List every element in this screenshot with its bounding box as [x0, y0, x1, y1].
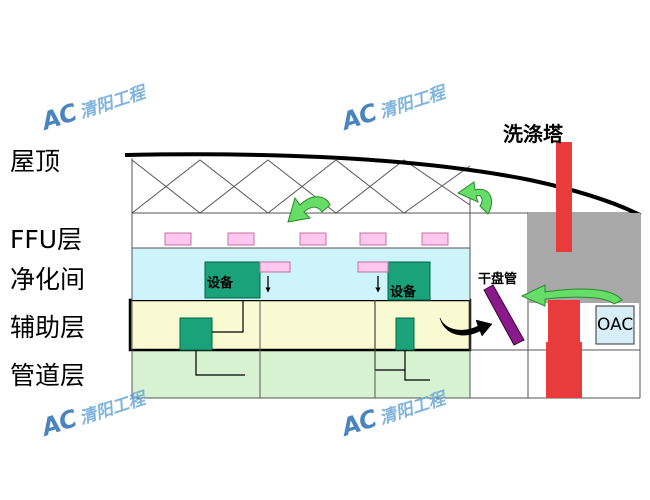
return-air-arrow-aux [439, 317, 493, 337]
scrubber-body [546, 342, 582, 398]
label-roof: 屋顶 [10, 147, 61, 176]
scrubber-base [548, 300, 580, 345]
ffu-unit [299, 232, 327, 246]
oac-room [528, 213, 640, 303]
roof-line [124, 152, 641, 217]
equipment-arm-right [357, 261, 389, 273]
equipment-box-left [204, 261, 261, 299]
ffu-unit [421, 232, 449, 246]
oac-supply-arrow [520, 284, 623, 307]
pipe-drop-left [195, 350, 245, 376]
equipment-box-right [387, 261, 431, 301]
ffu-unit [164, 232, 192, 246]
return-air-arrow-side [456, 181, 492, 215]
equipment-label-left: 设备 [207, 276, 234, 291]
label-ffu-layer: FFU层 [10, 225, 83, 254]
label-auxiliary-layer: 辅助层 [10, 313, 86, 342]
pipe-drop-right [404, 350, 430, 381]
oac-label: OAC [597, 315, 634, 335]
aux-unit-right [395, 317, 415, 351]
scrubber-label: 洗涤塔 [503, 122, 563, 146]
equipment-label-right: 设备 [390, 285, 417, 300]
scrubber-stack [556, 142, 572, 252]
aux-unit-left [179, 317, 213, 351]
ffu-unit [227, 232, 255, 246]
pipe-layer-band [132, 350, 470, 398]
label-pipe-layer: 管道层 [10, 361, 86, 390]
ffu-unit [359, 232, 387, 246]
dry-coil-label: 干盘管 [478, 272, 518, 287]
ffu-units [164, 232, 449, 246]
dry-coil [483, 284, 525, 346]
oac-unit [595, 305, 635, 345]
return-air-arrow-roof [287, 196, 331, 223]
aux-pipe-left [212, 300, 244, 333]
equipment-arm-left [259, 261, 291, 273]
label-clean-room: 净化间 [10, 265, 86, 294]
